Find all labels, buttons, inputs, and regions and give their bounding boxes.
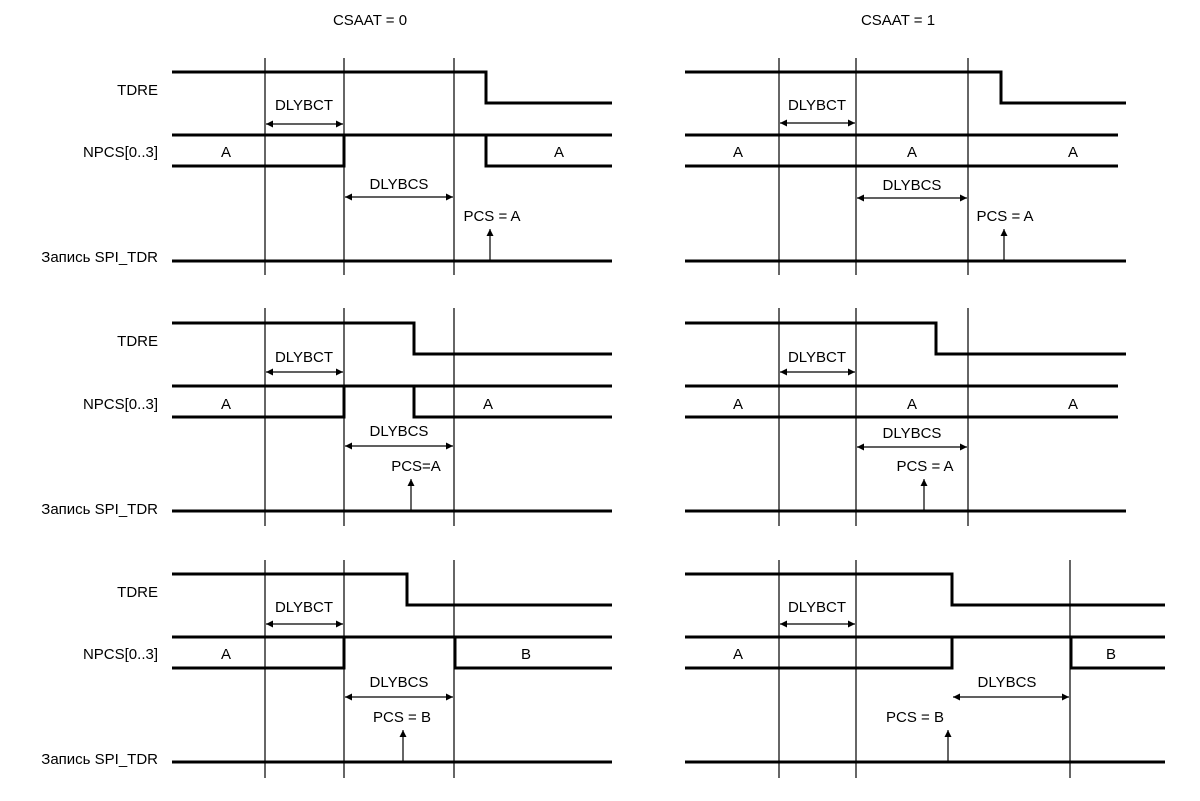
dlybcs-label: DLYBCS: [370, 674, 429, 691]
panel-left-2: TDRE NPCS[0..3] Запись SPI_TDR A A DLYBC…: [41, 308, 612, 526]
dlybct-label: DLYBCT: [788, 349, 846, 366]
header-csaat-0: CSAAT = 0: [333, 12, 407, 29]
npcs-waveform: [172, 135, 346, 168]
tdre-label: TDRE: [117, 82, 158, 99]
dlybcs-label: DLYBCS: [370, 423, 429, 440]
pcs-label: PCS = B: [886, 709, 944, 726]
tdre-waveform: [685, 321, 1126, 356]
npcs-value: A: [221, 646, 231, 663]
npcs-value: A: [221, 144, 231, 161]
dlybct-label: DLYBCT: [275, 349, 333, 366]
dlybcs-label: DLYBCS: [370, 176, 429, 193]
dlybct-label: DLYBCT: [275, 599, 333, 616]
npcs-waveform: [172, 637, 346, 670]
pcs-label: PCS=A: [391, 458, 441, 475]
header-csaat-1: CSAAT = 1: [861, 12, 935, 29]
dlybct-label: DLYBCT: [788, 599, 846, 616]
dlybcs-label: DLYBCS: [883, 177, 942, 194]
tdre-waveform: [685, 572, 1165, 607]
pcs-label: PCS = A: [463, 208, 520, 225]
npcs-value: A: [733, 396, 743, 413]
npcs-value: B: [521, 646, 531, 663]
tdre-label: TDRE: [117, 333, 158, 350]
tdre-waveform: [172, 321, 612, 356]
panel-right-1: A A A DLYBCT DLYBCS PCS = A: [685, 58, 1126, 275]
dlybcs-label: DLYBCS: [978, 674, 1037, 691]
tdre-waveform: [685, 70, 1126, 105]
npcs-value: B: [1106, 646, 1116, 663]
tdre-waveform: [172, 572, 612, 607]
pcs-label: PCS = A: [896, 458, 953, 475]
npcs-label: NPCS[0..3]: [83, 646, 158, 663]
pcs-label: PCS = A: [976, 208, 1033, 225]
npcs-value: A: [221, 396, 231, 413]
dlybct-label: DLYBCT: [788, 97, 846, 114]
npcs-waveform: [1069, 637, 1165, 670]
npcs-value: A: [907, 144, 917, 161]
npcs-value: A: [907, 396, 917, 413]
panel-right-3: A B DLYBCT DLYBCS PCS = B: [685, 560, 1165, 778]
npcs-waveform: [412, 386, 612, 419]
panel-right-2: A A A DLYBCT DLYBCS PCS = A: [685, 308, 1126, 526]
spi-tdr-label: Запись SPI_TDR: [41, 249, 158, 266]
npcs-value: A: [733, 144, 743, 161]
npcs-label: NPCS[0..3]: [83, 396, 158, 413]
tdre-label: TDRE: [117, 584, 158, 601]
spi-tdr-label: Запись SPI_TDR: [41, 501, 158, 518]
dlybct-label: DLYBCT: [275, 97, 333, 114]
dlybcs-label: DLYBCS: [883, 425, 942, 442]
npcs-waveform: [685, 637, 954, 670]
panel-left-1: TDRE NPCS[0..3] Запись SPI_TDR A A DLYBC…: [41, 58, 612, 275]
npcs-value: A: [733, 646, 743, 663]
npcs-value: A: [554, 144, 564, 161]
npcs-waveform: [453, 637, 612, 670]
npcs-waveform: [484, 135, 612, 168]
npcs-value: A: [483, 396, 493, 413]
npcs-value: A: [1068, 144, 1078, 161]
npcs-waveform: [172, 386, 346, 419]
spi-tdr-label: Запись SPI_TDR: [41, 751, 158, 768]
npcs-label: NPCS[0..3]: [83, 144, 158, 161]
panel-left-3: TDRE NPCS[0..3] Запись SPI_TDR A B DLYBC…: [41, 560, 612, 778]
npcs-value: A: [1068, 396, 1078, 413]
tdre-waveform: [172, 70, 612, 105]
pcs-label: PCS = B: [373, 709, 431, 726]
